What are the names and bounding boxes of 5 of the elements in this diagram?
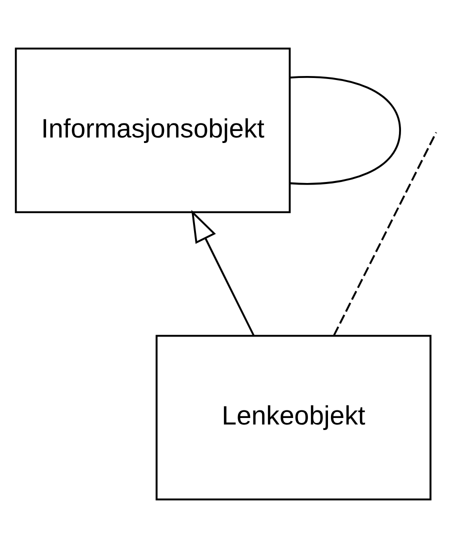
node-box: Lenkeobjekt [156, 334, 432, 500]
connector [290, 76, 401, 185]
node-box: Informasjonsobjekt [14, 48, 291, 214]
connector [333, 132, 437, 336]
arrow [191, 210, 254, 336]
